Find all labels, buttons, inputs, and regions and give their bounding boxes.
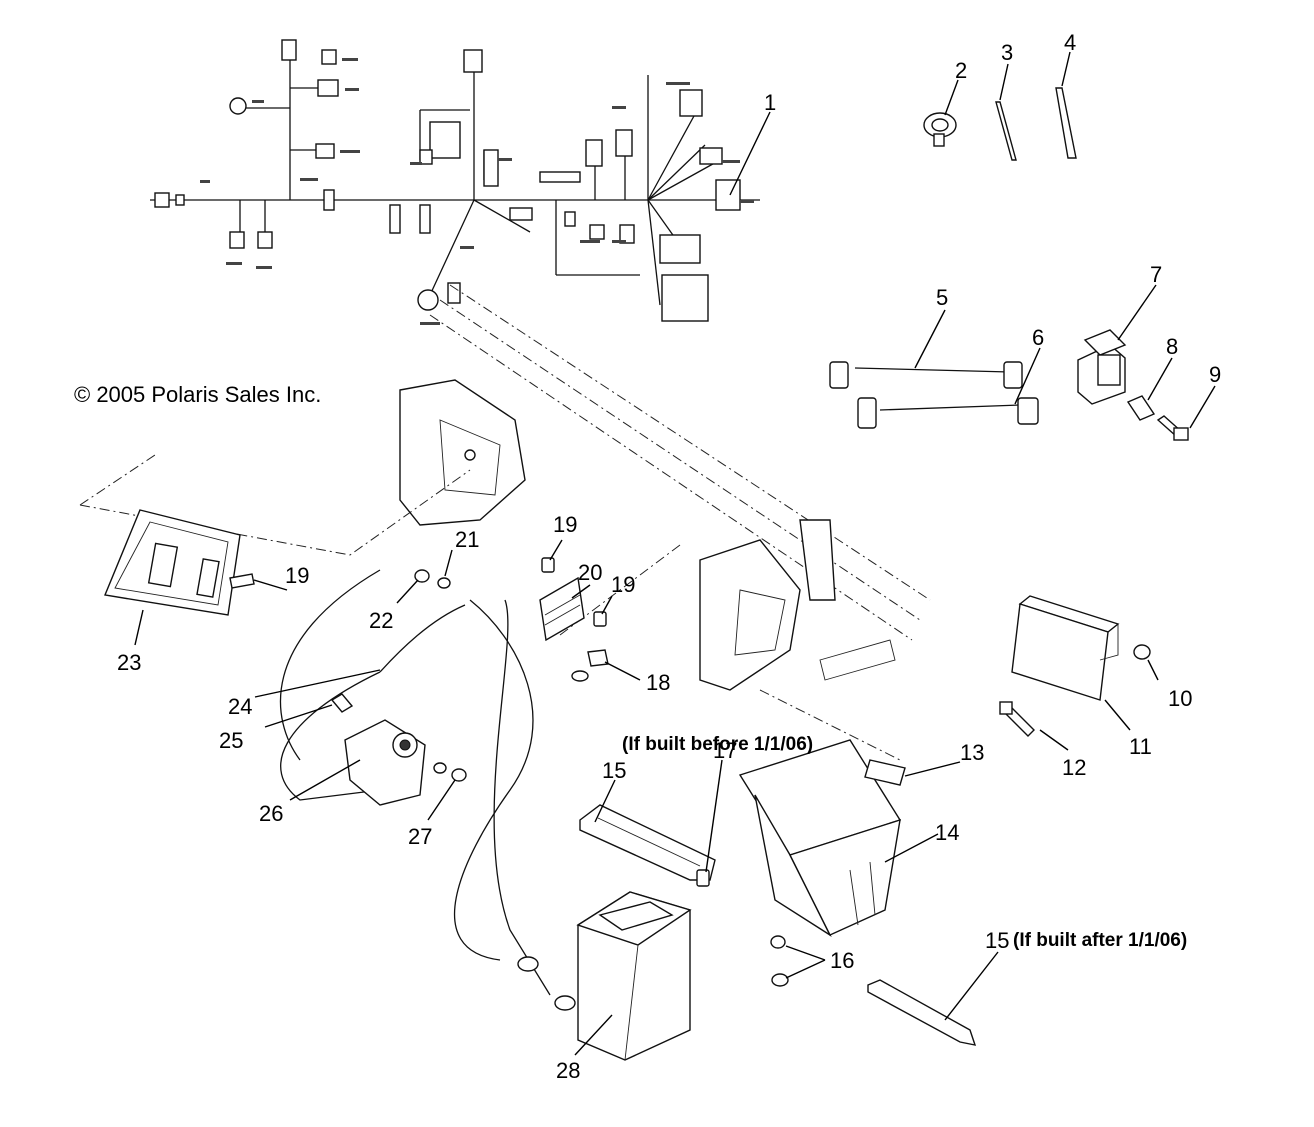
part-15-hold-down-before [579,804,716,881]
copyright-text: © 2005 Polaris Sales Inc. [74,382,321,407]
callout-19-right: 19 [611,572,635,597]
part-17-screw [696,869,710,887]
callout-20: 20 [578,560,602,585]
callout-12: 12 [1062,755,1086,780]
callout-18: 18 [646,670,670,695]
wiring-harness [150,39,760,325]
part-24-battery-cable [279,569,534,961]
callout-7: 7 [1150,262,1162,287]
part-11-module [1011,595,1120,701]
part-26-starter-solenoid [344,719,426,806]
callout-16: 16 [830,948,854,973]
part-15-hold-down-after [867,979,977,1046]
callout-23: 23 [117,650,141,675]
callout-6: 6 [1032,325,1044,350]
part-8-spacer [1126,395,1156,421]
vehicle-frame [79,284,931,761]
part-9-bolt [1156,415,1189,441]
callout-4: 4 [1064,30,1076,55]
part-6-plug-wire [857,397,1039,429]
callout-3: 3 [1001,40,1013,65]
part-2-clamp [923,112,957,147]
callout-1: 1 [764,90,776,115]
part-4-cable-tie [1055,87,1077,159]
callout-19-left: 19 [285,563,309,588]
part-19-screws-center [541,557,607,627]
part-10-nut [1133,644,1151,660]
part-16-screws [770,935,789,987]
leader-lines [134,51,1216,1056]
callout-14: 14 [935,820,959,845]
callout-28: 28 [556,1058,580,1083]
callout-24: 24 [228,694,252,719]
part-27-nuts [433,762,467,782]
part-5-plug-wire [829,361,1023,389]
callout-26: 26 [259,801,283,826]
part-18-connector [571,649,609,682]
part-28-cable-end [493,599,576,1011]
part-25-bolt [330,693,354,713]
note-after: (If built after 1/1/06) [1013,930,1187,951]
callout-25: 25 [219,728,243,753]
callout-27: 27 [408,824,432,849]
callout-22: 22 [369,608,393,633]
part-19-screw-left [229,573,255,589]
note-before: (If built before 1/1/06) [622,734,813,755]
callout-numbers: 1 2 3 4 5 6 7 8 9 10 11 12 13 14 15 17 1… [117,30,1221,1083]
callout-9: 9 [1209,362,1221,387]
part-20-fuse-block [539,576,585,642]
part-13-label [864,759,906,786]
callout-21: 21 [455,527,479,552]
part-12-bolt [999,701,1035,737]
part-21-22-nuts [414,569,451,589]
part-28-battery [576,891,692,1061]
part-7-ignition-coil [1077,329,1127,405]
part-14-battery-box [738,739,902,937]
callout-8: 8 [1166,334,1178,359]
callout-10: 10 [1168,686,1192,711]
callout-5: 5 [936,285,948,310]
callout-15-after: 15 [985,928,1009,953]
callout-11: 11 [1129,734,1152,759]
callout-13: 13 [960,740,984,765]
callout-2: 2 [955,58,967,83]
callout-19-top: 19 [553,512,577,537]
part-3-cable-tie [995,101,1017,161]
callout-15-before: 15 [602,758,626,783]
callout-17: 17 [713,738,737,763]
part-23-ecu-cover [104,509,241,616]
